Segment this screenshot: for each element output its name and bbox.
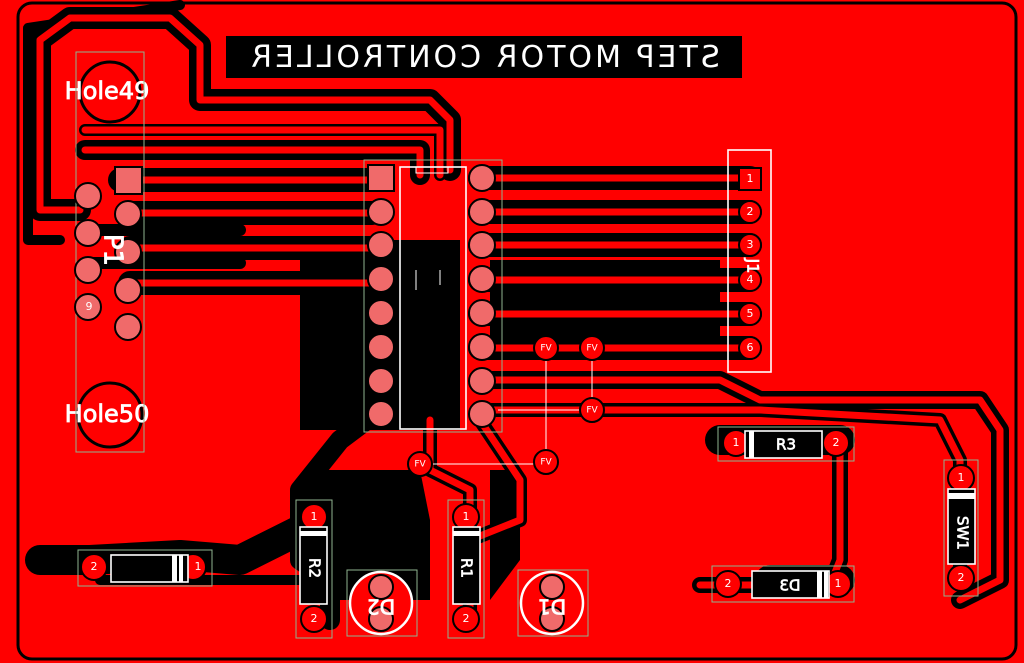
via-3: FV (579, 397, 605, 423)
p1-label: P1 (98, 234, 128, 266)
resistor-r3[interactable]: 1 2 R3 (717, 426, 855, 462)
r2-pad1: 1 (311, 510, 318, 523)
sw1-pad2: 2 (958, 571, 965, 584)
d1-label: D1 (538, 595, 566, 619)
via-5-label: FV (540, 458, 552, 468)
p1-pin9-label: 9 (86, 300, 93, 313)
sw1-label: SW1 (954, 516, 972, 550)
via-5: FV (533, 449, 559, 475)
d3-pad1: 1 (835, 577, 842, 590)
d2-label: D2 (367, 595, 395, 619)
via-1: FV (533, 335, 559, 361)
via-4: FV (407, 451, 433, 477)
board-outline (16, 1, 1018, 661)
resistor-r1[interactable]: 1 2 R1 (447, 499, 485, 639)
sw1-pad1: 1 (958, 471, 965, 484)
via-1-label: FV (540, 344, 552, 354)
hole49-label: Hole49 (65, 77, 150, 105)
mounting-hole-49: Hole49 (64, 60, 150, 124)
via-2-label: FV (586, 344, 598, 354)
r1-pad2: 2 (463, 612, 470, 625)
r2-label: R2 (306, 558, 324, 578)
j1-pad3-label: 3 (747, 238, 754, 251)
r2-pad2: 2 (311, 612, 318, 625)
j1-pad6-label: 6 (747, 341, 754, 354)
d3-pad2: 2 (725, 577, 732, 590)
r1-pad1: 1 (463, 510, 470, 523)
j1-pad1-label: 1 (747, 172, 754, 185)
switch-sw1[interactable]: 1 2 SW1 (943, 459, 979, 597)
rbl-pad1: 1 (195, 560, 202, 573)
led-d2[interactable]: D2 (346, 569, 418, 637)
resistor-r2[interactable]: 1 2 R2 (295, 499, 333, 639)
board-title-block: STEP MOTOR CONTROLLER (226, 36, 742, 78)
led-d1[interactable]: D1 (517, 569, 589, 637)
hole50-label: Hole50 (65, 400, 150, 428)
r3-pad1: 1 (733, 436, 740, 449)
r3-label: R3 (776, 436, 796, 454)
r1-label: R1 (458, 558, 476, 578)
via-2: FV (579, 335, 605, 361)
d3-label: D3 (779, 577, 800, 595)
connector-j1[interactable]: 1 2 3 4 5 6 J1 (727, 149, 772, 373)
copper-traces (36, 14, 1004, 624)
j1-label: J1 (744, 258, 763, 274)
resistor-bottom-left[interactable]: 2 1 (77, 549, 213, 587)
diode-d3[interactable]: 2 1 D3 (711, 565, 855, 603)
via-3-label: FV (586, 406, 598, 416)
j1-pad5-label: 5 (747, 307, 754, 320)
ic-dip16[interactable] (363, 159, 503, 433)
via-4-label: FV (414, 460, 426, 470)
via-group: FV FV FV FV FV (407, 335, 605, 477)
mounting-hole-50: Hole50 (64, 381, 150, 449)
j1-pad4-label: 4 (747, 273, 754, 286)
rbl-pad2: 2 (91, 560, 98, 573)
j1-pad2-label: 2 (747, 205, 754, 218)
board-title: STEP MOTOR CONTROLLER (248, 40, 720, 75)
connector-p1[interactable]: 9 P1 (74, 51, 145, 453)
r3-pad2: 2 (833, 436, 840, 449)
